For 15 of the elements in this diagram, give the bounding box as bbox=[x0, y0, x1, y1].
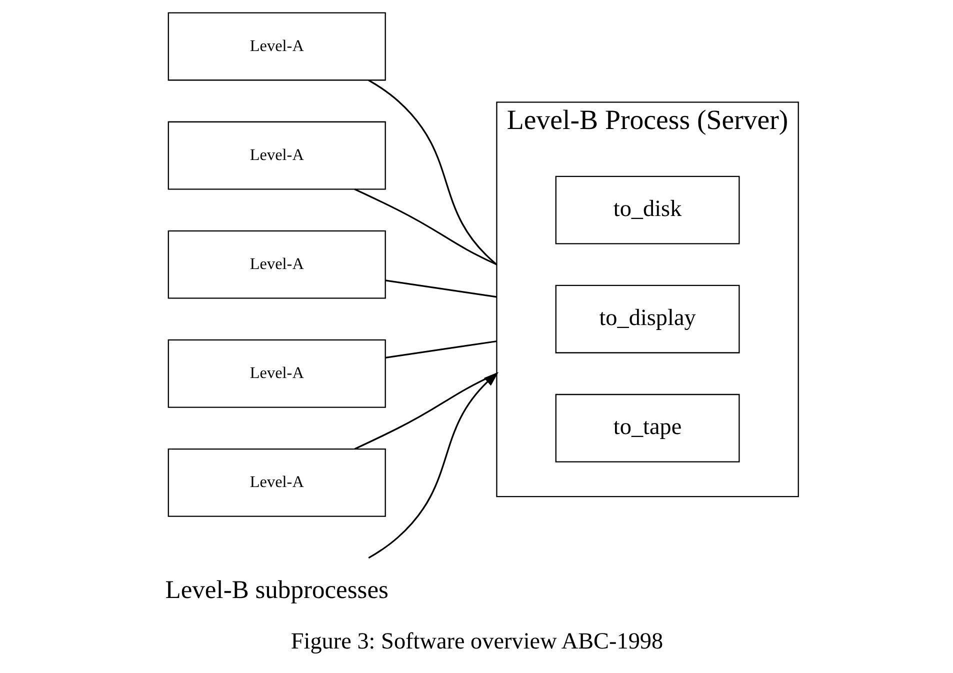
node-box: to_disk bbox=[554, 176, 740, 244]
connector bbox=[384, 340, 496, 358]
arrow bbox=[368, 372, 498, 559]
node-box: Level-A bbox=[167, 339, 386, 408]
node-box: Level-A bbox=[167, 230, 386, 299]
node-text: Level-B subprocesses bbox=[164, 575, 388, 604]
node-box: Level-A bbox=[167, 448, 386, 517]
connector bbox=[384, 280, 496, 298]
node-box: to_display bbox=[554, 284, 740, 354]
node-box: Level-A bbox=[167, 121, 386, 190]
connector bbox=[354, 188, 497, 266]
connector bbox=[368, 80, 497, 266]
node-box: Level-A bbox=[167, 12, 386, 81]
caption: Figure 3: Software overview ABC-1998 bbox=[290, 628, 663, 655]
node-box: to_tape bbox=[554, 394, 740, 462]
